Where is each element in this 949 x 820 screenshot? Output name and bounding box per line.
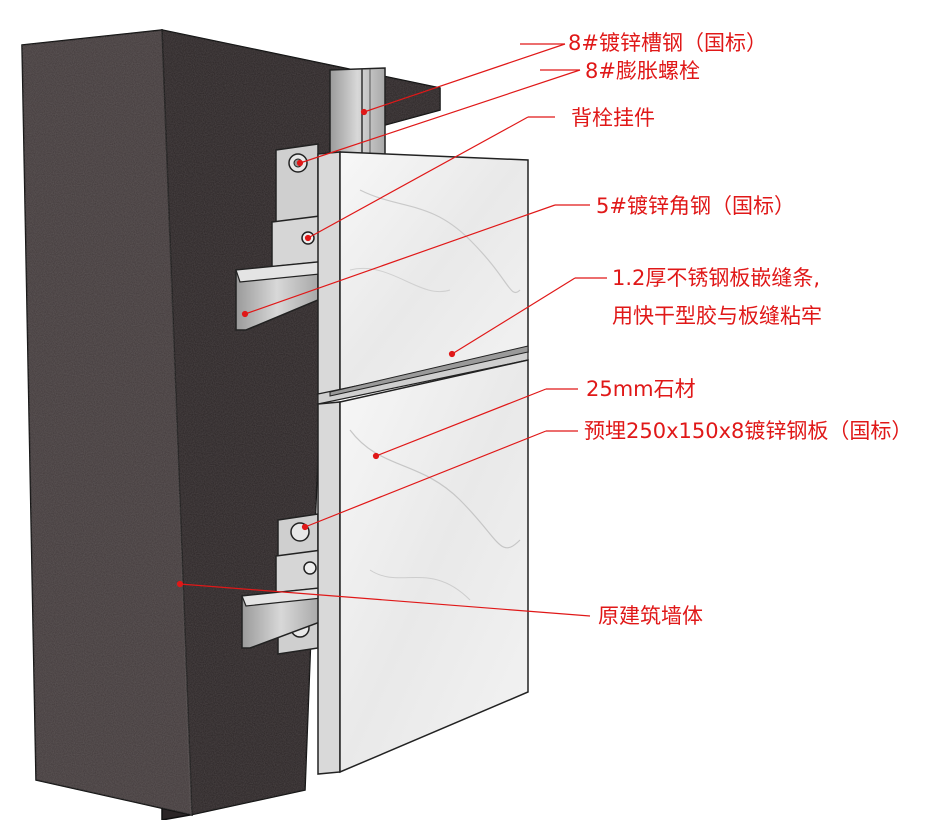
channel-web: [329, 67, 386, 161]
leader-dot: [304, 234, 312, 242]
stone-edge-lower: [317, 401, 341, 775]
leader-dot: [448, 350, 456, 358]
leader-angle-steel: [244, 204, 556, 315]
leader-channel-steel: [363, 43, 566, 113]
label-back-anchor: 背栓挂件: [571, 106, 655, 130]
joint-strip-top: [329, 345, 529, 397]
leader-dot: [360, 108, 368, 116]
marble-vein: [349, 267, 451, 293]
label-expansion-bolt: 8#膨胀螺栓: [585, 59, 700, 83]
label-joint-strip-line2: 用快干型胶与板缝粘牢: [612, 304, 822, 328]
wall-front-texture: [22, 30, 192, 815]
lower-stone-panel: [317, 359, 529, 775]
leader-dot: [241, 310, 249, 318]
leader-dot: [176, 580, 184, 588]
label-embedded-plate: 预埋250x150x8镀锌钢板（国标）: [584, 419, 913, 443]
stone-face-lower: [339, 359, 529, 774]
label-stone: 25mm石材: [586, 377, 696, 401]
upper-bracket: [235, 143, 323, 331]
leader-embedded-plate: [304, 430, 547, 528]
leader-dot: [301, 523, 309, 531]
marble-vein: [359, 189, 521, 294]
back-anchor-clip: [271, 215, 323, 269]
label-channel-steel: 8#镀锌槽钢（国标）: [568, 31, 767, 55]
leader-back-anchor: [307, 116, 529, 239]
original-wall: [21, 29, 441, 820]
leader-joint-strip: [451, 277, 576, 355]
leader-dot: [372, 452, 380, 460]
marble-vein: [369, 569, 471, 601]
anchor-bolt-icon: [303, 561, 317, 575]
leader-expansion-bolt: [299, 69, 581, 164]
leader-dot: [296, 159, 304, 167]
leader-stone: [375, 388, 547, 457]
channel-steel: [329, 67, 386, 161]
label-angle-steel: 5#镀锌角钢（国标）: [596, 194, 795, 218]
label-original-wall: 原建筑墙体: [598, 604, 703, 628]
upper-stone-panel: [317, 151, 529, 395]
leader-lines: [176, 43, 607, 617]
stone-edge-upper: [317, 151, 341, 395]
wall-side-texture: [162, 30, 440, 815]
leader-original-wall: [179, 583, 591, 617]
label-joint-strip-line1: 1.2厚不锈钢板嵌缝条,: [612, 266, 821, 290]
